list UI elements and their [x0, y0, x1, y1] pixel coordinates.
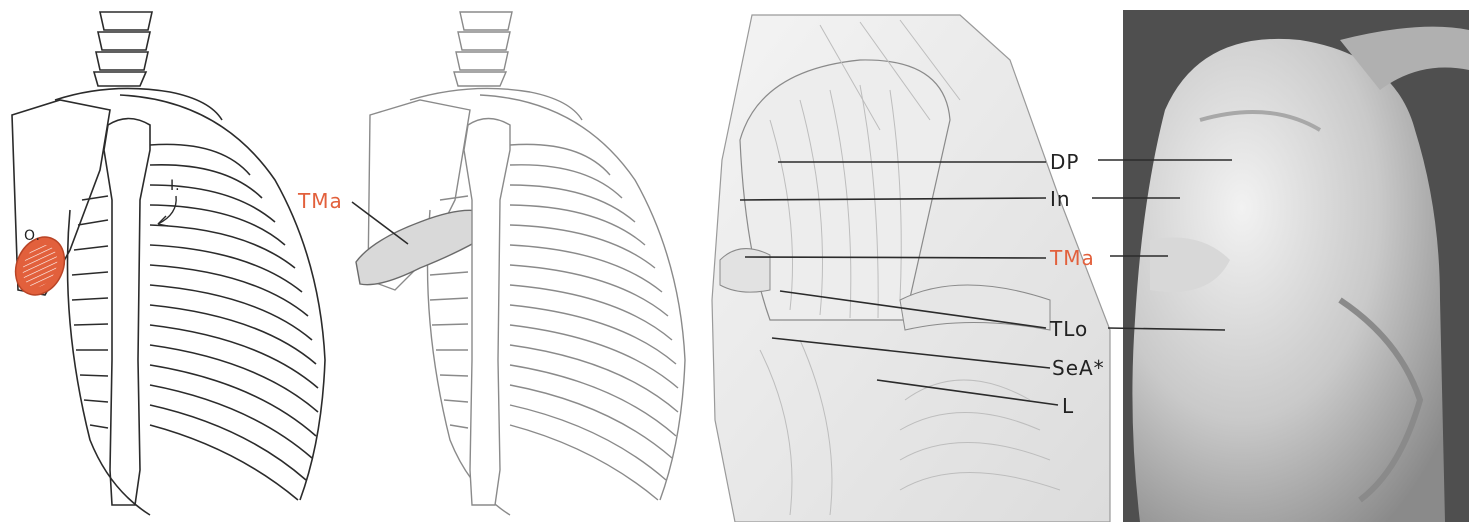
origin-marker: O. — [24, 228, 41, 244]
dp-label: DP — [1050, 150, 1079, 174]
ribs — [72, 144, 318, 500]
tlo-label: TLo — [1049, 317, 1088, 341]
anatomy-photo — [1123, 10, 1469, 522]
tma-leader-line-left — [745, 257, 1046, 258]
in-label: In — [1050, 187, 1071, 211]
humerus — [104, 119, 150, 506]
tma-leader-line — [352, 202, 408, 244]
tma-label-panel3: TMa — [1049, 246, 1095, 270]
sea-label: SeA* — [1052, 356, 1105, 380]
l-label: L — [1062, 394, 1074, 418]
insertion-marker: I. — [170, 178, 181, 194]
ribcage-outline — [480, 95, 685, 500]
tma-label: TMa — [297, 189, 343, 213]
humerus — [464, 119, 510, 506]
ribs — [430, 144, 678, 500]
insertion-arrow — [158, 196, 176, 224]
clavicle — [410, 88, 582, 120]
teres-major-muscle — [356, 210, 486, 284]
cervical-spine — [94, 12, 152, 86]
cervical-spine — [454, 12, 512, 86]
